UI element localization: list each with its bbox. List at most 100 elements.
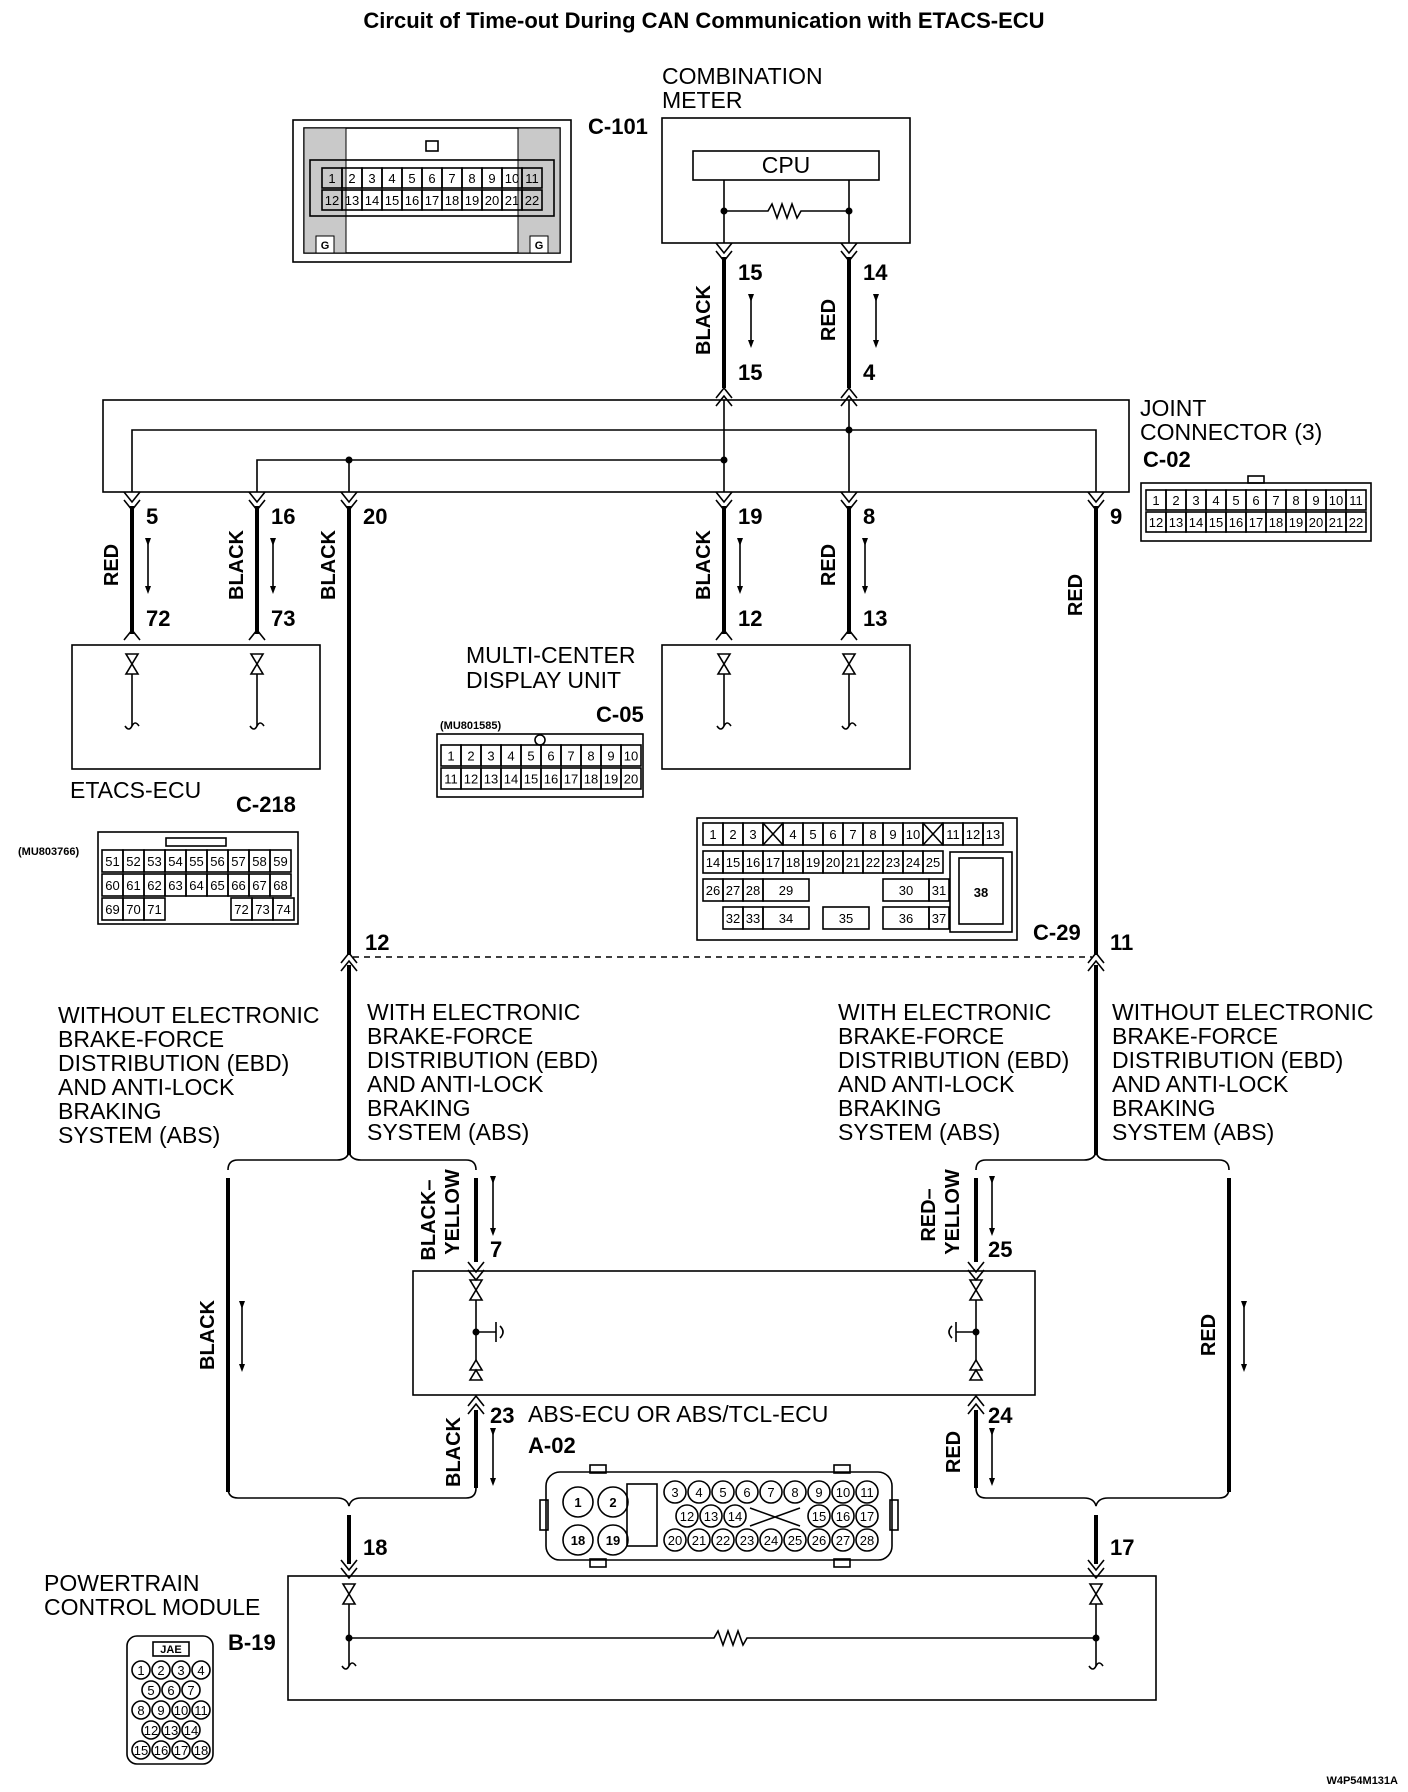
c29-num-23: 23 <box>886 855 900 870</box>
c29-num-1: 1 <box>709 827 716 842</box>
a02-pin-2 <box>597 1486 629 1518</box>
c02-num-16: 16 <box>1229 515 1243 530</box>
c29-num-22: 22 <box>866 855 880 870</box>
b19-num-7: 7 <box>187 1683 194 1698</box>
a02-num-27: 27 <box>836 1533 850 1548</box>
c218-num-62: 62 <box>147 878 161 893</box>
b19-pin-1 <box>131 1660 151 1680</box>
c29-num-37: 37 <box>932 911 946 926</box>
c05-num-3: 3 <box>487 749 494 764</box>
note-with-left-line-6: SYSTEM (ABS) <box>367 1119 529 1145</box>
c29-label: C-29 <box>1033 920 1081 945</box>
a02-num-2: 2 <box>609 1495 616 1510</box>
pin-jc-5: 5 <box>146 504 158 529</box>
abs-ecu-label: ABS-ECU OR ABS/TCL-ECU <box>528 1401 828 1427</box>
c29-num-27: 27 <box>726 883 740 898</box>
c218-num-52: 52 <box>126 854 140 869</box>
c02-num-6: 6 <box>1252 493 1259 508</box>
c29-num-11: 11 <box>946 827 960 842</box>
b19-label: B-19 <box>228 1630 276 1655</box>
c218-num-72: 72 <box>234 902 248 917</box>
pin-pcm-18: 18 <box>363 1535 387 1560</box>
note-without-left-line-4: AND ANTI-LOCK <box>58 1074 235 1100</box>
c218-cell-68 <box>269 873 292 897</box>
c218-num-51: 51 <box>105 854 119 869</box>
c101-num-19: 19 <box>465 193 479 208</box>
a02-num-3: 3 <box>671 1485 678 1500</box>
a02-pin-8 <box>783 1480 807 1504</box>
abs-ecu-box <box>412 1270 1036 1396</box>
c05-num-16: 16 <box>544 772 558 787</box>
b19-pin-9 <box>151 1700 171 1720</box>
b19-pin-15 <box>131 1740 151 1760</box>
c101-num-5: 5 <box>408 171 415 186</box>
note-without-left-line-5: BRAKING <box>58 1098 162 1124</box>
c29-cell-38: 38 <box>974 885 988 900</box>
a02-pin-18 <box>562 1524 594 1556</box>
a02-pin-20 <box>663 1528 687 1552</box>
b19-num-16: 16 <box>154 1743 168 1758</box>
drawing-id: W4P54M131A <box>1326 1775 1398 1787</box>
c101-num-21: 21 <box>505 193 519 208</box>
a02-num-21: 21 <box>692 1533 706 1548</box>
joint-connector-label-1: JOINT <box>1140 395 1206 421</box>
c05-num-15: 15 <box>524 772 538 787</box>
pin-etacs-73: 73 <box>271 606 295 631</box>
b19-pin-7 <box>181 1680 201 1700</box>
pin-jc-19: 19 <box>738 504 762 529</box>
note-without-ebd-right: WITHOUT ELECTRONICBRAKE-FORCEDISTRIBUTIO… <box>1112 999 1374 1145</box>
c29-num-17: 17 <box>766 855 780 870</box>
c29-num-29: 29 <box>779 883 793 898</box>
note-with-left-line-3: DISTRIBUTION (EBD) <box>367 1047 598 1073</box>
pin-abs-23: 23 <box>490 1403 514 1428</box>
b19-pin-11 <box>191 1700 211 1720</box>
c29-num-5: 5 <box>809 827 816 842</box>
c05-num-20: 20 <box>624 772 638 787</box>
c29-num-8: 8 <box>869 827 876 842</box>
c02-num-13: 13 <box>1169 515 1183 530</box>
a02-num-18: 18 <box>571 1533 585 1548</box>
c101-num-8: 8 <box>468 171 475 186</box>
c218-num-64: 64 <box>189 878 203 893</box>
a02-pin-15 <box>807 1504 831 1528</box>
c29-num-33: 33 <box>746 911 760 926</box>
c02-num-10: 10 <box>1329 493 1343 508</box>
b19-pin-12 <box>141 1720 161 1740</box>
pin-mcd-12: 12 <box>738 606 762 631</box>
c218-num-71: 71 <box>147 902 161 917</box>
c101-num-18: 18 <box>445 193 459 208</box>
a02-pin-6 <box>735 1480 759 1504</box>
b19-num-13: 13 <box>164 1723 178 1738</box>
pcm-resistor <box>349 1628 1096 1648</box>
c29-num-19: 19 <box>806 855 820 870</box>
c02-num-1: 1 <box>1152 493 1159 508</box>
c05-num-5: 5 <box>527 749 534 764</box>
c218-part-number: (MU803766) <box>18 846 79 858</box>
brace-bottom-left <box>227 1487 477 1507</box>
a02-pin-9 <box>807 1480 831 1504</box>
c02-num-12: 12 <box>1149 515 1163 530</box>
note-with-left-line-4: AND ANTI-LOCK <box>367 1071 544 1097</box>
a02-num-17: 17 <box>860 1509 874 1524</box>
a02-num-25: 25 <box>788 1533 802 1548</box>
c05-num-12: 12 <box>464 772 478 787</box>
c05-num-7: 7 <box>567 749 574 764</box>
a02-num-6: 6 <box>743 1485 750 1500</box>
c29-num-31: 31 <box>932 883 946 898</box>
c218-num-56: 56 <box>210 854 224 869</box>
note-without-right-line-3: DISTRIBUTION (EBD) <box>1112 1047 1343 1073</box>
pin-jc-9: 9 <box>1110 504 1122 529</box>
a02-num-1: 1 <box>574 1495 581 1510</box>
c05-cell-10 <box>620 744 642 767</box>
b19-num-3: 3 <box>177 1663 184 1678</box>
c02-num-17: 17 <box>1249 515 1263 530</box>
c29-num-14: 14 <box>706 855 720 870</box>
c101-num-17: 17 <box>425 193 439 208</box>
b19-num-15: 15 <box>134 1743 148 1758</box>
c29-num-21: 21 <box>846 855 860 870</box>
c218-num-67: 67 <box>252 878 266 893</box>
